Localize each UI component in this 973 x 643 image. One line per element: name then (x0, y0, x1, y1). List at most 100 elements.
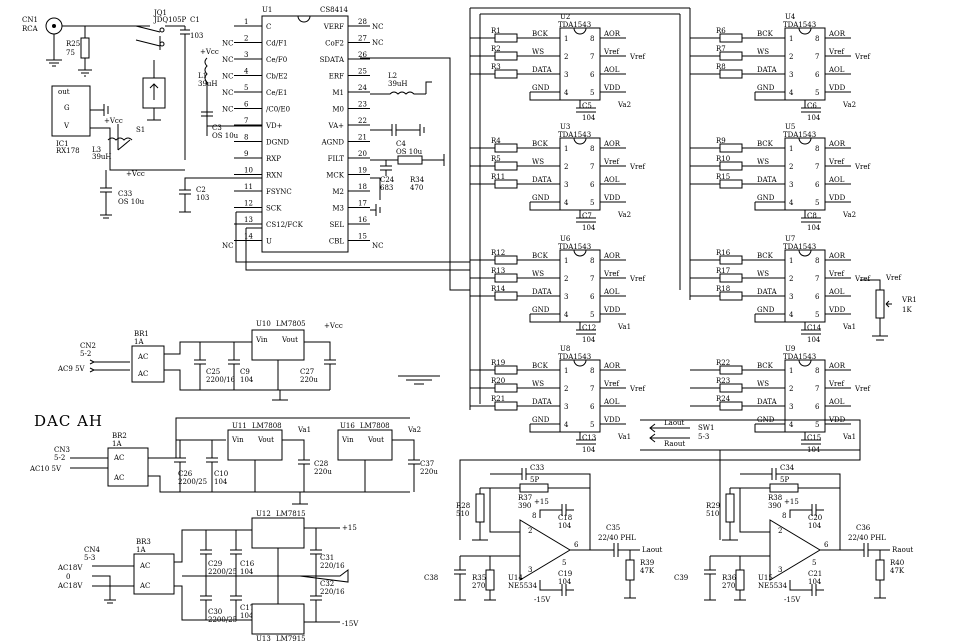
dac-ref: U2 (560, 13, 570, 21)
dac-resistor-ref: R24 (716, 395, 731, 403)
dac-pin-name: AOR (828, 140, 846, 148)
c2-ref: C2 (196, 186, 206, 194)
dac-pin-num: 5 (815, 89, 819, 97)
dac-resistor (719, 51, 743, 61)
dac-pin-num: 8 (815, 145, 819, 153)
dac-u6: U6TDA1543BCK1WS2DATA3GND4AOR8Vref7AOL6VD… (470, 235, 647, 344)
c-neg-ref: C21 (808, 570, 822, 578)
u1-pin-name: CS12/FCK (266, 221, 304, 229)
dac-resistor (494, 51, 518, 61)
opamp-pin: 8 (532, 512, 536, 520)
opamp-part: NE5534 (758, 582, 788, 590)
c24-ref: C24 (380, 176, 395, 184)
c33-cap (100, 170, 112, 219)
dac-pin-num: 7 (590, 53, 594, 61)
dac-supply: Va1 (842, 433, 856, 441)
l1-ref: L1 (198, 72, 207, 80)
cn2-pins: 5-2 (80, 350, 91, 358)
dac-supply: Va2 (617, 101, 631, 109)
dac-notch (573, 249, 587, 257)
dac-pin-num: 3 (564, 403, 568, 411)
dac-pin-num: 7 (815, 163, 819, 171)
dac-pin-name: AOR (603, 30, 621, 38)
u1-pin-name: VA+ (327, 122, 344, 130)
dac-pin-num: 6 (590, 71, 595, 79)
relay-contacts (135, 25, 161, 50)
dac-pin-name: BCK (757, 140, 774, 148)
u11-wires (254, 439, 310, 492)
c4-value: OS 10u (396, 148, 423, 156)
u1-nc-label: NC (222, 89, 233, 97)
br1-filter (164, 341, 330, 391)
u1-ref: U1 (262, 6, 272, 14)
u1-pin-num: 5 (244, 84, 248, 92)
dac-pin-name: WS (757, 270, 769, 278)
br3-ac2: AC (139, 582, 150, 590)
u1-part: CS8414 (320, 6, 349, 14)
dac-pin-name: DATA (532, 66, 553, 74)
u1-pin-num: 8 (244, 134, 248, 142)
c-output-ref: C36 (856, 524, 871, 532)
dac-pin-num: 7 (815, 385, 819, 393)
neg15-label: -15V (342, 620, 359, 628)
dac-pin-num: 3 (789, 181, 793, 189)
r25-value: 75 (66, 49, 75, 57)
r34-resistor (397, 155, 423, 165)
cn3-ref: CN3 (54, 446, 70, 454)
c29-value: 2200/25 (208, 568, 237, 576)
cn3-label: AC10 5V (29, 465, 62, 473)
dac-pin-num: 6 (815, 181, 820, 189)
dac-u7: U7TDA1543BCK1WS2DATA3GND4AOR8Vref7AOL6VD… (690, 235, 872, 344)
fck-bus (245, 227, 470, 271)
u1-pin-num: 22 (358, 117, 367, 125)
r-feedback (769, 483, 799, 493)
u1-pin-num: 4 (244, 68, 249, 76)
opamp-triangle (519, 519, 571, 581)
dac-pin-name: AOR (828, 30, 846, 38)
r-input (475, 493, 485, 523)
dac-ref: U4 (785, 13, 796, 21)
dac-supply: Va1 (842, 323, 856, 331)
c32-ref: C32 (320, 580, 334, 588)
dac-pin-num: 1 (789, 367, 793, 375)
u1-pin-num: 15 (358, 233, 367, 241)
dac-pin-num: 5 (590, 89, 594, 97)
u10-wires (272, 341, 336, 401)
u11-regulator (227, 429, 283, 461)
dac-notch (573, 137, 587, 145)
u1-pin-num: 18 (358, 183, 367, 191)
u1-pin-num: 26 (358, 51, 367, 59)
vcc-label-2: +Vcc (126, 170, 145, 178)
u1-nc-label: NC (372, 242, 383, 250)
c-feedback-value: 5P (530, 476, 539, 484)
dac-pin-name: VDD (603, 416, 621, 424)
dac-pin-name: VDD (828, 84, 846, 92)
dac-pin-num: 5 (815, 421, 819, 429)
dac-pin-num: 7 (815, 53, 819, 61)
c28-value: 220u (314, 468, 332, 476)
u1-pin-name: M0 (332, 106, 344, 114)
dac-notch (798, 359, 812, 367)
dac-pin-name: AOR (828, 362, 846, 370)
s1-switch (117, 124, 131, 151)
dac-pin-name: DATA (757, 66, 778, 74)
dac-pin-num: 4 (789, 311, 794, 319)
br3-ref: BR3 (136, 538, 151, 546)
u1-pin-num: 28 (358, 18, 367, 26)
dac-decoupling (529, 314, 596, 335)
dac-pin-num: 4 (564, 89, 569, 97)
cn4-label3: AC18V (57, 582, 83, 590)
dac-pin-name: GND (532, 84, 550, 92)
dac-notch (798, 137, 812, 145)
u1-pin-name: FSYNC (266, 188, 292, 196)
opamp-pin: 6 (574, 541, 579, 549)
u16-wires (292, 439, 420, 505)
dac-pin-num: 2 (564, 275, 568, 283)
c16-value: 104 (240, 568, 254, 576)
dac-cap-ref: C7 (582, 212, 592, 220)
dac-pin-num: 3 (564, 293, 568, 301)
c10-ref: C10 (214, 470, 228, 478)
wire-mck (370, 177, 381, 200)
dac-part: TDA1543 (558, 353, 591, 361)
